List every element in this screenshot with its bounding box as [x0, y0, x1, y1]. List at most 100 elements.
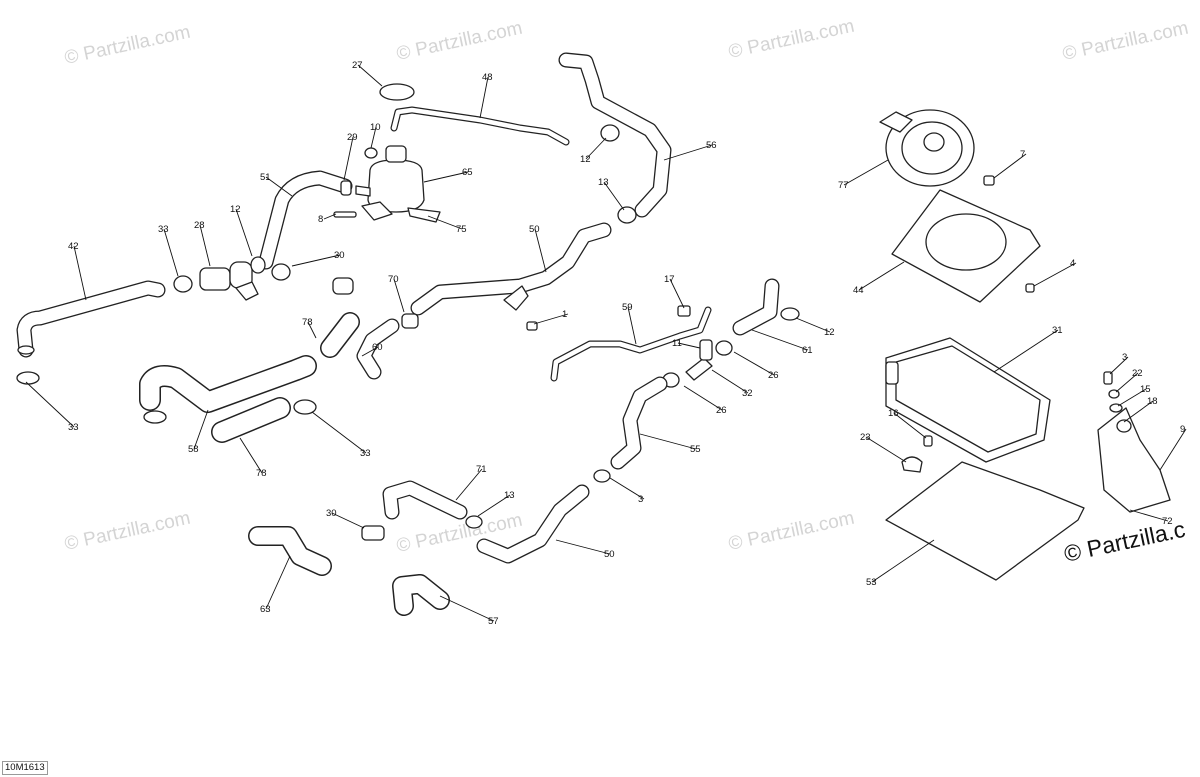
spring-29 [340, 180, 352, 196]
leader-line [669, 278, 685, 309]
cap-27 [379, 83, 415, 101]
callout-label: 78 [302, 317, 313, 328]
leader-line [1033, 262, 1077, 287]
leader-line [199, 224, 211, 267]
radiator-31 [885, 337, 1051, 463]
leader-line [477, 494, 511, 517]
callout-label: 13 [504, 490, 515, 501]
clamp-33c [143, 410, 167, 424]
bracket-50 [503, 285, 529, 311]
watermark-text: © Partzilla.com [63, 508, 193, 555]
fan-77 [879, 109, 975, 187]
clamp-33b [173, 275, 193, 293]
nut-7 [983, 175, 995, 186]
callout-label: 12 [230, 204, 241, 215]
callout-label: 77 [838, 180, 849, 191]
callout-label: 3 [638, 494, 643, 505]
callout-label: 13 [598, 177, 609, 188]
callout-label: 75 [456, 224, 467, 235]
callout-label: 10 [370, 122, 381, 133]
leader-line [663, 144, 713, 161]
leader-line [639, 433, 697, 450]
leader-line [235, 208, 253, 257]
leader-line [311, 411, 367, 454]
callout-label: 4 [1070, 258, 1075, 269]
tube-59 [550, 306, 712, 382]
callout-label: 12 [580, 154, 591, 165]
clamp-12c [780, 307, 800, 321]
callout-label: 30 [334, 250, 345, 261]
clamp-70 [401, 313, 419, 329]
callout-label: 33 [68, 422, 79, 433]
clamp-30b [332, 277, 354, 295]
clamp-33d [293, 399, 317, 415]
leader-line [1117, 388, 1147, 407]
leader-line [1123, 400, 1154, 423]
callout-label: 31 [1052, 325, 1063, 336]
callout-label: 26 [768, 370, 779, 381]
clamp-30a [271, 263, 291, 281]
callout-label: 55 [690, 444, 701, 455]
leader-line [307, 321, 317, 339]
leader-line [239, 437, 263, 474]
leader-line [439, 595, 495, 622]
leader-line [1115, 372, 1139, 393]
clamp-13a [617, 206, 637, 224]
callout-label: 7 [1020, 149, 1025, 160]
hose-61 [732, 278, 780, 336]
leader-line [751, 329, 809, 351]
fitting-28-69 [199, 261, 259, 301]
leader-line [711, 369, 749, 394]
leader-line [795, 317, 831, 333]
leader-line [25, 381, 75, 428]
callout-label: 71 [476, 464, 487, 475]
callout-label: 30 [326, 508, 337, 519]
callout-label: 65 [462, 167, 473, 178]
leader-line [343, 136, 354, 181]
clamp-12b [600, 124, 620, 142]
sleeve-78b [211, 397, 291, 443]
clamp-30c [361, 525, 385, 541]
leader-line [858, 261, 905, 291]
leader-line [265, 176, 293, 197]
bracket-9 [1097, 407, 1171, 513]
leader-line [534, 228, 547, 273]
callout-label: 53 [866, 577, 877, 588]
callout-label: 50 [529, 224, 540, 235]
leader-line [1129, 509, 1169, 522]
leader-line [361, 346, 379, 357]
screw-4 [1025, 283, 1035, 293]
leader-lines [25, 64, 1187, 622]
grommet-18 [1116, 419, 1132, 433]
leader-line [370, 126, 377, 149]
leader-line [427, 215, 463, 230]
callout-label: 12 [824, 327, 835, 338]
callout-label: 70 [388, 274, 399, 285]
leader-line [893, 412, 927, 439]
callout-label: 58 [188, 444, 199, 455]
callout-label: 28 [194, 220, 205, 231]
elbow-57 [392, 574, 450, 616]
screw-8 [333, 211, 357, 218]
shroud-44 [891, 189, 1041, 303]
leader-line [331, 512, 365, 529]
leader-line [323, 213, 337, 220]
callout-label: 48 [482, 72, 493, 83]
callout-label: 59 [622, 302, 633, 313]
callout-label: 57 [488, 616, 499, 627]
callout-label: 22 [1132, 368, 1143, 379]
callout-label: 16 [888, 408, 899, 419]
clamp-26a [715, 340, 733, 356]
clamp-33a [16, 371, 40, 385]
watermark-text: © Partzilla.com [395, 18, 525, 65]
callout-label: 33 [360, 448, 371, 459]
leader-line [733, 351, 775, 376]
washer-15 [1109, 403, 1123, 413]
callout-label: 11 [672, 338, 682, 349]
tube-48 [390, 106, 570, 146]
callout-label: 29 [347, 132, 358, 143]
seal-23 [901, 456, 923, 473]
callout-label: 50 [604, 549, 615, 560]
callout-label: 33 [158, 224, 169, 235]
